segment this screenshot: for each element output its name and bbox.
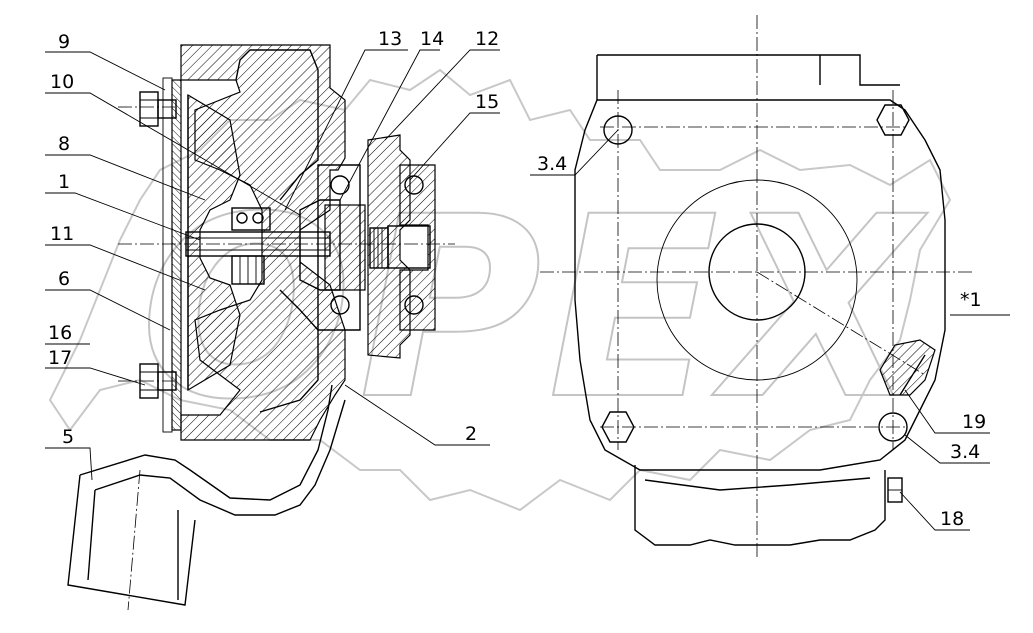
label-6: 6 bbox=[58, 268, 70, 290]
mechanical-seal bbox=[231, 207, 271, 231]
hex-bolt-tr bbox=[876, 104, 910, 136]
label-11: 11 bbox=[50, 223, 74, 245]
impeller bbox=[187, 93, 241, 392]
label-5: 5 bbox=[62, 426, 74, 448]
label-19: 19 bbox=[962, 411, 986, 433]
label-3-4-bottom: 3.4 bbox=[950, 441, 980, 463]
hex-bolt-bl bbox=[601, 411, 635, 443]
leader-lines bbox=[45, 49, 1010, 531]
label-8: 8 bbox=[58, 133, 70, 155]
label-14: 14 bbox=[420, 28, 444, 50]
label-1: 1 bbox=[58, 171, 70, 193]
flange bbox=[399, 164, 436, 331]
label-12: 12 bbox=[475, 28, 499, 50]
mounting-hole-tl bbox=[603, 115, 633, 145]
bearing-housing bbox=[317, 164, 361, 331]
label-16: 16 bbox=[48, 322, 72, 344]
outlet-pipe bbox=[79, 384, 333, 501]
bolt-bottom bbox=[139, 363, 177, 399]
label-13: 13 bbox=[378, 28, 402, 50]
watermark-gear: OPEX bbox=[48, 68, 952, 512]
bearing-ball-bottom bbox=[330, 295, 350, 315]
mounting-hole-br bbox=[878, 412, 908, 442]
label-star-1: *1 bbox=[960, 289, 982, 311]
label-18: 18 bbox=[940, 508, 964, 530]
hub bbox=[324, 204, 366, 291]
front-view bbox=[540, 15, 975, 560]
top-housing bbox=[597, 54, 900, 86]
label-9: 9 bbox=[58, 31, 70, 53]
drain-plug-section bbox=[879, 339, 936, 396]
part-labels: 9 10 8 1 11 6 16 17 5 13 14 12 15 2 3.4 … bbox=[48, 28, 986, 530]
bolt-top bbox=[139, 91, 177, 127]
label-15: 15 bbox=[475, 91, 499, 113]
label-17: 17 bbox=[48, 347, 72, 369]
label-10: 10 bbox=[50, 71, 74, 93]
section-view bbox=[67, 44, 455, 611]
label-2: 2 bbox=[465, 423, 477, 445]
label-3-4-top: 3.4 bbox=[537, 153, 567, 175]
bearing-ball-top bbox=[330, 175, 350, 195]
pump-body-outline bbox=[574, 99, 946, 471]
